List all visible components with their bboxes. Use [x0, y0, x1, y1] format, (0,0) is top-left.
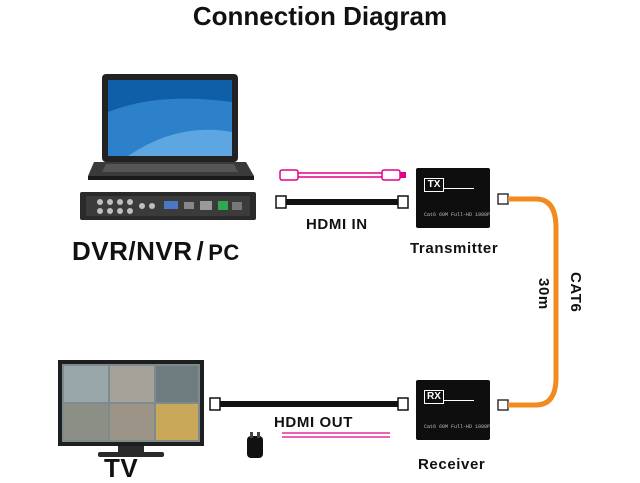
- hdmi-out-cable: [209, 397, 409, 411]
- transmitter-label: Transmitter: [410, 240, 499, 257]
- distance-label: 30m: [535, 278, 552, 310]
- receiver-device: RX Cat6 60M Full-HD 1080P: [416, 380, 490, 440]
- cat6-cable: [497, 193, 559, 411]
- diagram-title: Connection Diagram: [192, 1, 448, 31]
- hdmi-in-label: HDMI IN: [306, 216, 368, 233]
- dvr-box-icon: [80, 192, 256, 220]
- rx-caption: Cat6 60M Full-HD 1080P: [424, 424, 491, 430]
- cat6-label: CAT6: [567, 272, 584, 313]
- pink-hdmi-cable-top: [279, 169, 406, 181]
- pink-hdmi-cable-bottom: [282, 432, 390, 438]
- dvr-nvr-label: DVR/NVR: [72, 236, 193, 266]
- slash-label: /: [196, 236, 205, 266]
- rx-badge: RX: [424, 390, 444, 404]
- transmitter-device: TX Cat6 60M Full-HD 1080P: [416, 168, 490, 228]
- hdmi-out-label: HDMI OUT: [274, 414, 353, 431]
- laptop-icon: [88, 74, 254, 180]
- tx-badge-underline: [444, 188, 474, 189]
- rx-badge-underline: [444, 400, 474, 401]
- pc-label: PC: [208, 240, 240, 265]
- power-adapter-icon: [247, 432, 263, 458]
- source-label: DVR/NVR/PC: [72, 236, 240, 267]
- tx-badge: TX: [424, 178, 444, 192]
- receiver-label: Receiver: [418, 456, 486, 473]
- tx-caption: Cat6 60M Full-HD 1080P: [424, 212, 491, 218]
- tv-icon: [58, 360, 204, 457]
- hdmi-in-cable: [275, 195, 409, 209]
- tv-label: TV: [104, 453, 139, 483]
